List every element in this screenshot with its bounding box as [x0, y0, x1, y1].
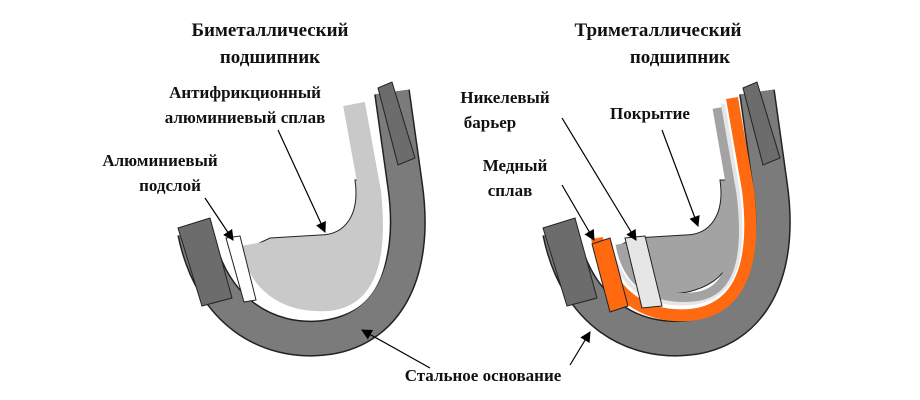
- arrow-steel-left: [361, 329, 431, 369]
- bimetal-title-line1: Биметаллический: [191, 20, 348, 41]
- label-steel-base: Стальное основание: [405, 366, 562, 385]
- trimetal-end-face-copper: [591, 237, 629, 313]
- trimetal-title-line1: Триметаллический: [575, 20, 742, 41]
- label-nickel-line2: барьер: [464, 113, 516, 132]
- bimetal-end-face-right: [377, 81, 416, 166]
- trimetal-title-line2: подшипник: [630, 47, 730, 68]
- arrow-coating: [661, 129, 700, 228]
- bimetal-end-face-left: [177, 217, 233, 307]
- label-coating: Покрытие: [610, 104, 690, 123]
- trimetal-end-face-nickel: [624, 235, 663, 309]
- label-antifriction-line1: Антифрикционный: [169, 83, 321, 102]
- arrow-al-sublayer: [204, 197, 234, 241]
- arrow-copper: [561, 184, 595, 241]
- bimetal-title-line2: подшипник: [220, 47, 320, 68]
- label-nickel-line1: Никелевый: [460, 88, 549, 107]
- arrow-steel-right: [569, 331, 591, 366]
- bimetal-bearing: [177, 81, 426, 357]
- trimetal-nickel-layer: [608, 103, 743, 306]
- label-copper-line1: Медный: [483, 156, 548, 175]
- trimetal-end-face-right: [742, 81, 781, 166]
- leader-arrows: [204, 117, 700, 369]
- bimetal-al-alloy: [241, 102, 383, 312]
- label-antifriction-line2: алюминиевый сплав: [165, 108, 326, 127]
- label-al-sublayer-line2: подслой: [139, 176, 201, 195]
- arrow-antifriction: [277, 129, 326, 233]
- trimetal-bearing: [542, 81, 791, 357]
- bimetal-end-face-left-white: [225, 235, 257, 303]
- label-al-sublayer-line1: Алюминиевый: [102, 151, 218, 170]
- arrow-nickel: [561, 117, 637, 241]
- label-copper-line2: сплав: [488, 181, 533, 200]
- trimetal-end-face-left: [542, 217, 598, 307]
